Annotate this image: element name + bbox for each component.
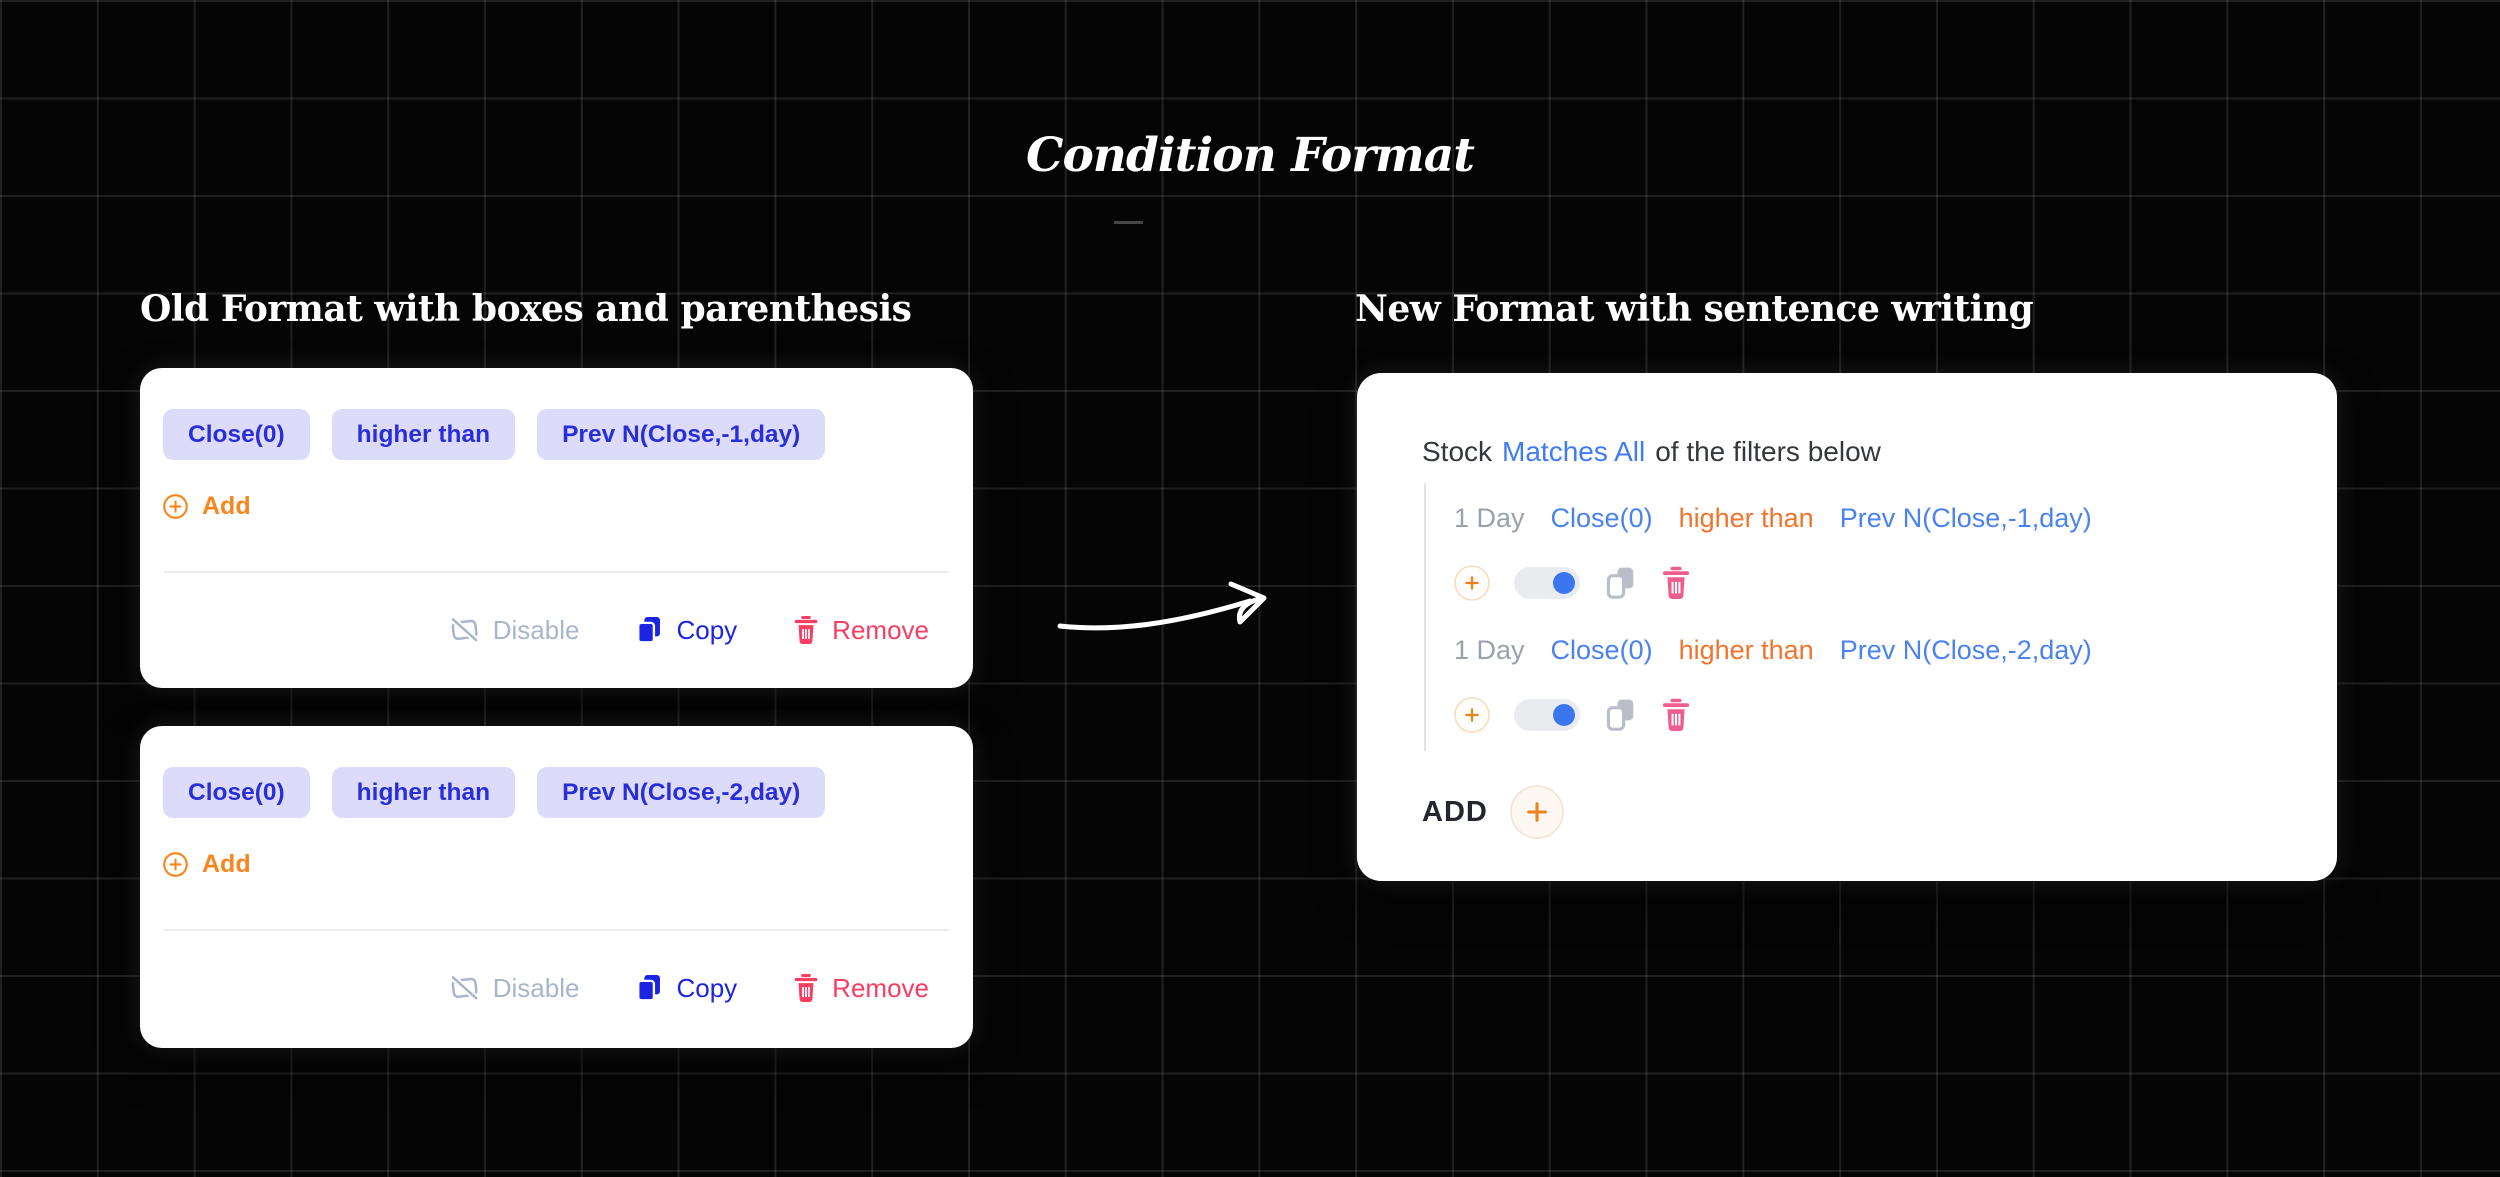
disable-button[interactable]: Disable	[449, 972, 580, 1004]
filter-sentence-1: 1 Day Close(0) higher than Prev N(Close,…	[1454, 501, 2144, 535]
delete-button[interactable]	[1661, 565, 1691, 602]
match-suffix: of the filters below	[1655, 436, 1881, 467]
trash-icon	[794, 973, 818, 1002]
plus-circle-icon	[163, 494, 188, 519]
toggle-knob	[1553, 704, 1575, 726]
divider	[164, 571, 949, 573]
arrow-annotation	[1057, 581, 1267, 631]
copy-label: Copy	[676, 972, 738, 1003]
operator-chip[interactable]: higher than	[331, 409, 516, 460]
new-format-heading: New Format with sentence writing	[1355, 288, 2034, 330]
add-filter-button[interactable]	[1510, 785, 1564, 839]
enable-toggle[interactable]	[1514, 699, 1580, 731]
copy-icon	[1606, 567, 1634, 599]
lhs-chip[interactable]: Close(0)	[163, 409, 310, 460]
match-prefix: Stock	[1422, 436, 1493, 467]
operator-label[interactable]: higher than	[1678, 635, 1814, 665]
remove-label: Remove	[832, 972, 929, 1003]
lhs-indicator[interactable]: Close(0)	[1550, 635, 1653, 665]
filter-controls-2	[1454, 693, 2144, 737]
timeframe-label[interactable]: 1 Day	[1454, 503, 1525, 533]
remove-label: Remove	[832, 614, 929, 645]
lhs-chip[interactable]: Close(0)	[163, 767, 310, 818]
timeframe-label[interactable]: 1 Day	[1454, 635, 1525, 665]
old-condition-card-2: Close(0) higher than Prev N(Close,-2,day…	[140, 726, 973, 1048]
rhs-indicator[interactable]: Prev N(Close,-1,day)	[1839, 503, 2092, 533]
toggle-knob	[1553, 572, 1575, 594]
disable-label: Disable	[492, 972, 580, 1003]
add-filter-row: ADD	[1422, 785, 1564, 839]
insert-filter-button[interactable]	[1454, 565, 1490, 601]
remove-button[interactable]: Remove	[793, 615, 929, 646]
remove-button[interactable]: Remove	[793, 973, 929, 1004]
plus-circle-icon	[1454, 565, 1490, 601]
plus-circle-icon	[1510, 785, 1564, 839]
disable-label: Disable	[492, 614, 580, 645]
trash-icon	[794, 615, 818, 644]
add-condition-button[interactable]: Add	[162, 492, 251, 521]
rhs-chip[interactable]: Prev N(Close,-1,day)	[537, 409, 826, 460]
insert-filter-button[interactable]	[1454, 697, 1490, 733]
divider	[164, 929, 949, 931]
rhs-indicator[interactable]: Prev N(Close,-2,day)	[1839, 635, 2092, 665]
duplicate-button[interactable]	[1604, 564, 1637, 603]
add-condition-button[interactable]: Add	[162, 850, 251, 879]
plus-circle-icon	[163, 852, 188, 877]
filter-controls-1	[1454, 561, 2144, 605]
condition-chips-row: Close(0) higher than Prev N(Close,-1,day…	[163, 409, 826, 460]
operator-chip[interactable]: higher than	[331, 767, 516, 818]
page-title: Condition Format	[1026, 128, 1475, 183]
add-label: Add	[202, 492, 251, 520]
duplicate-button[interactable]	[1604, 696, 1637, 735]
match-sentence: Stock Matches All of the filters below	[1422, 435, 1881, 469]
old-format-heading: Old Format with boxes and parenthesis	[140, 288, 912, 330]
disable-icon	[450, 616, 479, 643]
trash-icon	[1662, 566, 1690, 599]
disable-icon	[450, 974, 479, 1001]
delete-button[interactable]	[1661, 697, 1691, 734]
matches-all-dropdown[interactable]: Matches All	[1502, 436, 1646, 467]
copy-icon	[1606, 699, 1634, 731]
add-label: ADD	[1422, 795, 1488, 828]
add-label: Add	[202, 850, 251, 878]
copy-icon	[637, 975, 661, 1002]
filter-sentence-2: 1 Day Close(0) higher than Prev N(Close,…	[1454, 633, 2144, 667]
enable-toggle[interactable]	[1514, 567, 1580, 599]
plus-circle-icon	[1454, 697, 1490, 733]
copy-button[interactable]: Copy	[635, 972, 737, 1004]
copy-icon	[637, 617, 661, 644]
lhs-indicator[interactable]: Close(0)	[1550, 503, 1653, 533]
copy-button[interactable]: Copy	[635, 614, 737, 646]
card-actions: Disable Copy Remove	[449, 608, 929, 652]
filters-group: 1 Day Close(0) higher than Prev N(Close,…	[1424, 483, 2144, 751]
copy-label: Copy	[676, 614, 738, 645]
condition-chips-row: Close(0) higher than Prev N(Close,-2,day…	[163, 767, 826, 818]
rhs-chip[interactable]: Prev N(Close,-2,day)	[537, 767, 826, 818]
old-condition-card-1: Close(0) higher than Prev N(Close,-1,day…	[140, 368, 973, 688]
disable-button[interactable]: Disable	[449, 614, 580, 646]
card-actions: Disable Copy Remove	[449, 966, 929, 1010]
operator-label[interactable]: higher than	[1678, 503, 1814, 533]
trash-icon	[1662, 698, 1690, 731]
new-condition-card: Stock Matches All of the filters below 1…	[1357, 373, 2337, 881]
decorative-dash	[1114, 221, 1143, 224]
